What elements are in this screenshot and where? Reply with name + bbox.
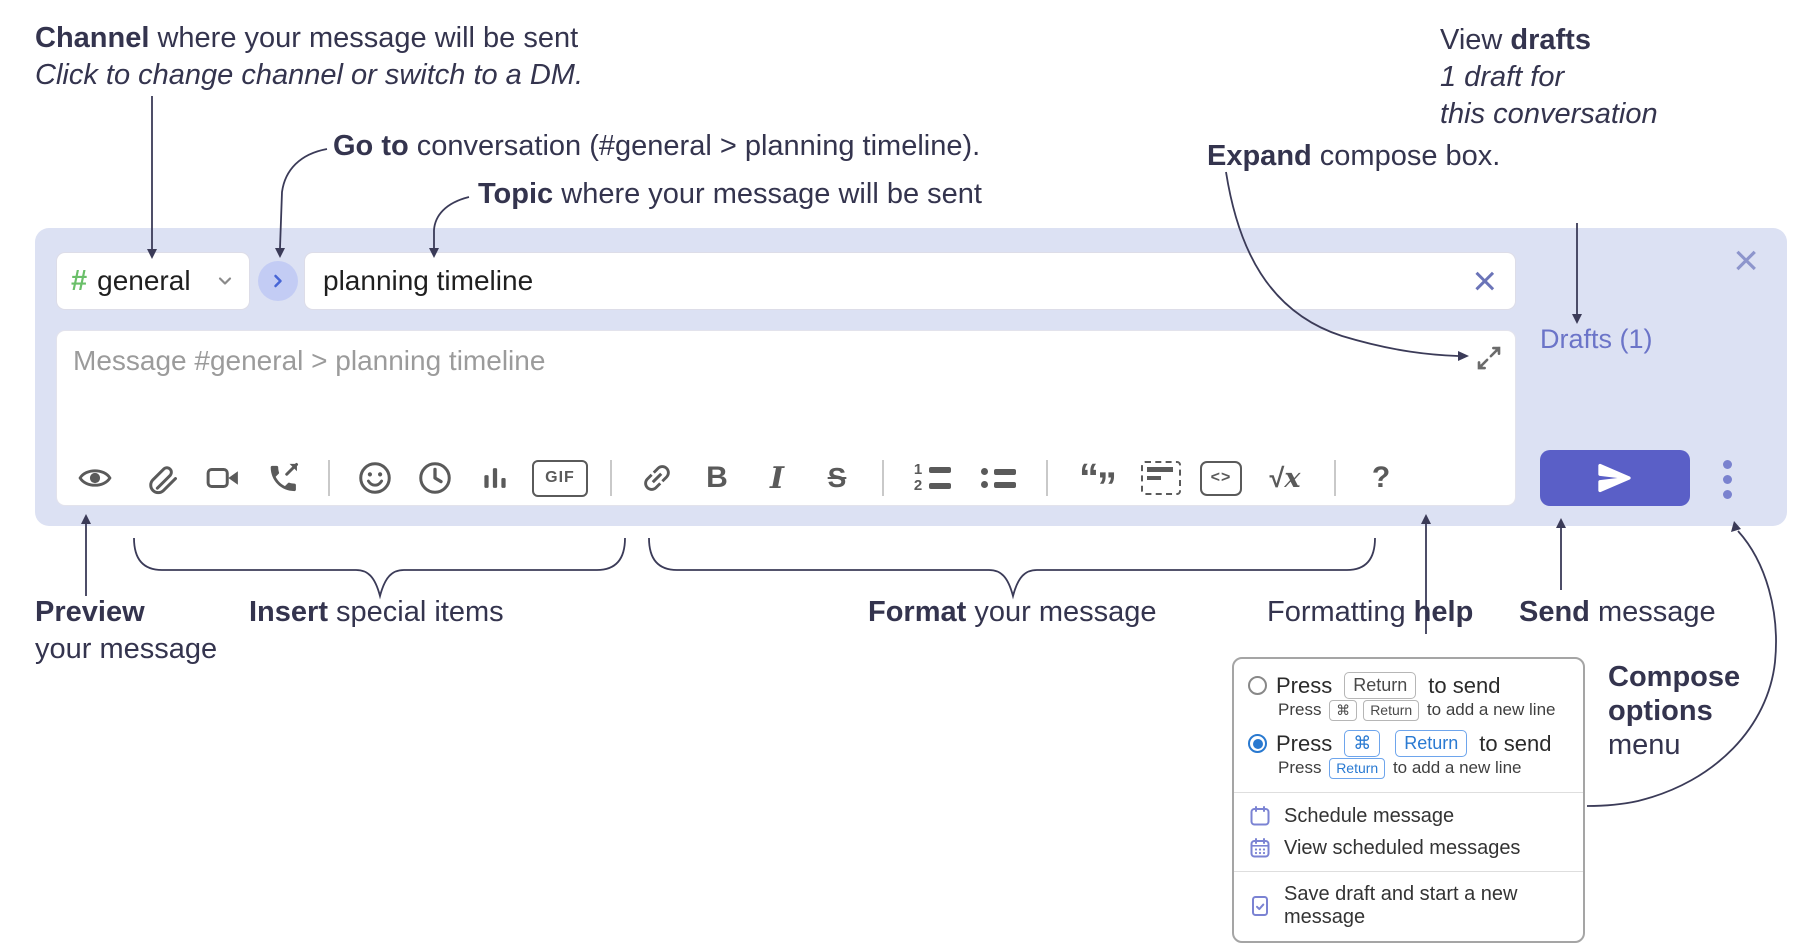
calendar-icon: [1248, 804, 1272, 828]
numbered-list-icon: 1 2: [913, 462, 951, 493]
preview-annotation: Preview your message: [35, 596, 218, 665]
italic-icon: I: [769, 460, 785, 496]
strikethrough-icon: S: [827, 462, 847, 493]
code-button[interactable]: <>: [1197, 456, 1245, 500]
clock-icon: [419, 462, 451, 494]
quote-icon: “”: [1079, 456, 1117, 509]
topic-clear-button[interactable]: ×: [1464, 260, 1505, 302]
channel-hash-icon: #: [71, 264, 88, 297]
topic-input-box: ×: [304, 252, 1516, 310]
send-annotation: Send message: [1519, 596, 1716, 628]
channel-name: general: [97, 265, 191, 296]
gif-button[interactable]: GIF: [531, 456, 589, 500]
expand-icon: [1477, 346, 1501, 370]
formatting-help-button[interactable]: ?: [1357, 456, 1405, 500]
schedule-message-item[interactable]: Schedule message: [1234, 800, 1583, 832]
radio-selected-icon[interactable]: [1248, 734, 1267, 753]
message-compose-area: GIF B I S: [56, 330, 1516, 509]
compose-close-button[interactable]: ×: [1727, 238, 1765, 284]
chevron-right-icon: [274, 274, 282, 288]
insert-brace: [133, 537, 626, 600]
bar-chart-icon: [484, 468, 506, 488]
send-button[interactable]: [1540, 450, 1690, 506]
insert-annotation: Insert special items: [249, 596, 504, 628]
radio-unselected-icon[interactable]: [1248, 676, 1267, 695]
view-scheduled-messages-item[interactable]: View scheduled messages: [1234, 832, 1583, 864]
toolbar-divider: [328, 460, 330, 496]
math-button[interactable]: √x: [1257, 456, 1313, 500]
spoiler-icon: [1141, 461, 1181, 495]
save-draft-icon: [1248, 894, 1272, 918]
formatting-help-annotation: Formatting help: [1267, 596, 1474, 628]
message-input[interactable]: [57, 331, 1515, 453]
code-icon: <>: [1200, 460, 1242, 496]
cmd-enter-sends-option-subtext: Press Return to add a new line: [1278, 758, 1522, 779]
compose-options-annotation: Compose options menu: [1608, 661, 1741, 761]
question-mark-icon: ?: [1371, 461, 1391, 494]
chevron-down-icon: [218, 277, 232, 285]
calendar-scheduled-icon: [1248, 836, 1272, 860]
preview-button[interactable]: [71, 456, 119, 500]
poll-button[interactable]: [471, 456, 519, 500]
voice-call-button[interactable]: [259, 456, 307, 500]
goto-annotation: Go to conversation (#general > planning …: [333, 130, 981, 162]
spoiler-button[interactable]: [1137, 456, 1185, 500]
enter-sends-option-subtext: Press ⌘Return to add a new line: [1278, 700, 1556, 721]
bulleted-list-icon: [980, 468, 1016, 488]
italic-button[interactable]: I: [753, 456, 801, 500]
go-to-conversation-button[interactable]: [258, 261, 298, 301]
expand-annotation: Expand compose box.: [1207, 140, 1501, 172]
eye-icon: [78, 469, 112, 487]
emoji-button[interactable]: [351, 456, 399, 500]
compose-toolbar: GIF B I S: [57, 451, 1515, 509]
numbered-list-button[interactable]: 1 2: [905, 456, 959, 500]
bold-button[interactable]: B: [693, 456, 741, 500]
vertical-dots-icon: [1722, 459, 1732, 469]
expand-compose-button[interactable]: [1473, 343, 1505, 375]
compose-box: # general × ×: [35, 228, 1787, 526]
format-brace: [648, 537, 1376, 600]
compose-options-menu-button[interactable]: [1707, 454, 1747, 504]
strikethrough-button[interactable]: S: [813, 456, 861, 500]
channel-annotation: Channel where your message will be sent …: [35, 22, 584, 91]
quote-button[interactable]: “”: [1069, 456, 1125, 509]
popup-divider: [1234, 871, 1583, 872]
bold-icon: B: [706, 461, 728, 494]
gif-icon: GIF: [532, 459, 588, 497]
toolbar-divider: [1334, 460, 1336, 496]
phone-outgoing-icon: [270, 463, 298, 492]
video-call-button[interactable]: [199, 456, 247, 500]
send-icon: [1598, 463, 1631, 493]
attach-file-button[interactable]: [139, 456, 187, 500]
toolbar-divider: [882, 460, 884, 496]
bulleted-list-button[interactable]: [971, 456, 1025, 500]
topic-annotation: Topic where your message will be sent: [478, 178, 982, 210]
video-camera-icon: [206, 468, 238, 488]
paperclip-icon: [149, 466, 177, 495]
link-icon: [644, 465, 670, 491]
toolbar-divider: [610, 460, 612, 496]
drafts-annotation: View drafts 1 draft for this conversatio…: [1440, 24, 1658, 130]
toolbar-divider: [1046, 460, 1048, 496]
link-button[interactable]: [633, 456, 681, 500]
global-time-button[interactable]: [411, 456, 459, 500]
smiley-icon: [359, 462, 391, 494]
drafts-link[interactable]: Drafts (1): [1540, 324, 1653, 354]
popup-divider: [1234, 792, 1583, 793]
math-icon: √x: [1269, 462, 1301, 494]
topic-input[interactable]: [321, 264, 1465, 298]
channel-selector[interactable]: # general: [56, 252, 250, 310]
save-draft-item[interactable]: Save draft and start a new message: [1234, 879, 1583, 933]
format-annotation: Format your message: [868, 596, 1157, 628]
